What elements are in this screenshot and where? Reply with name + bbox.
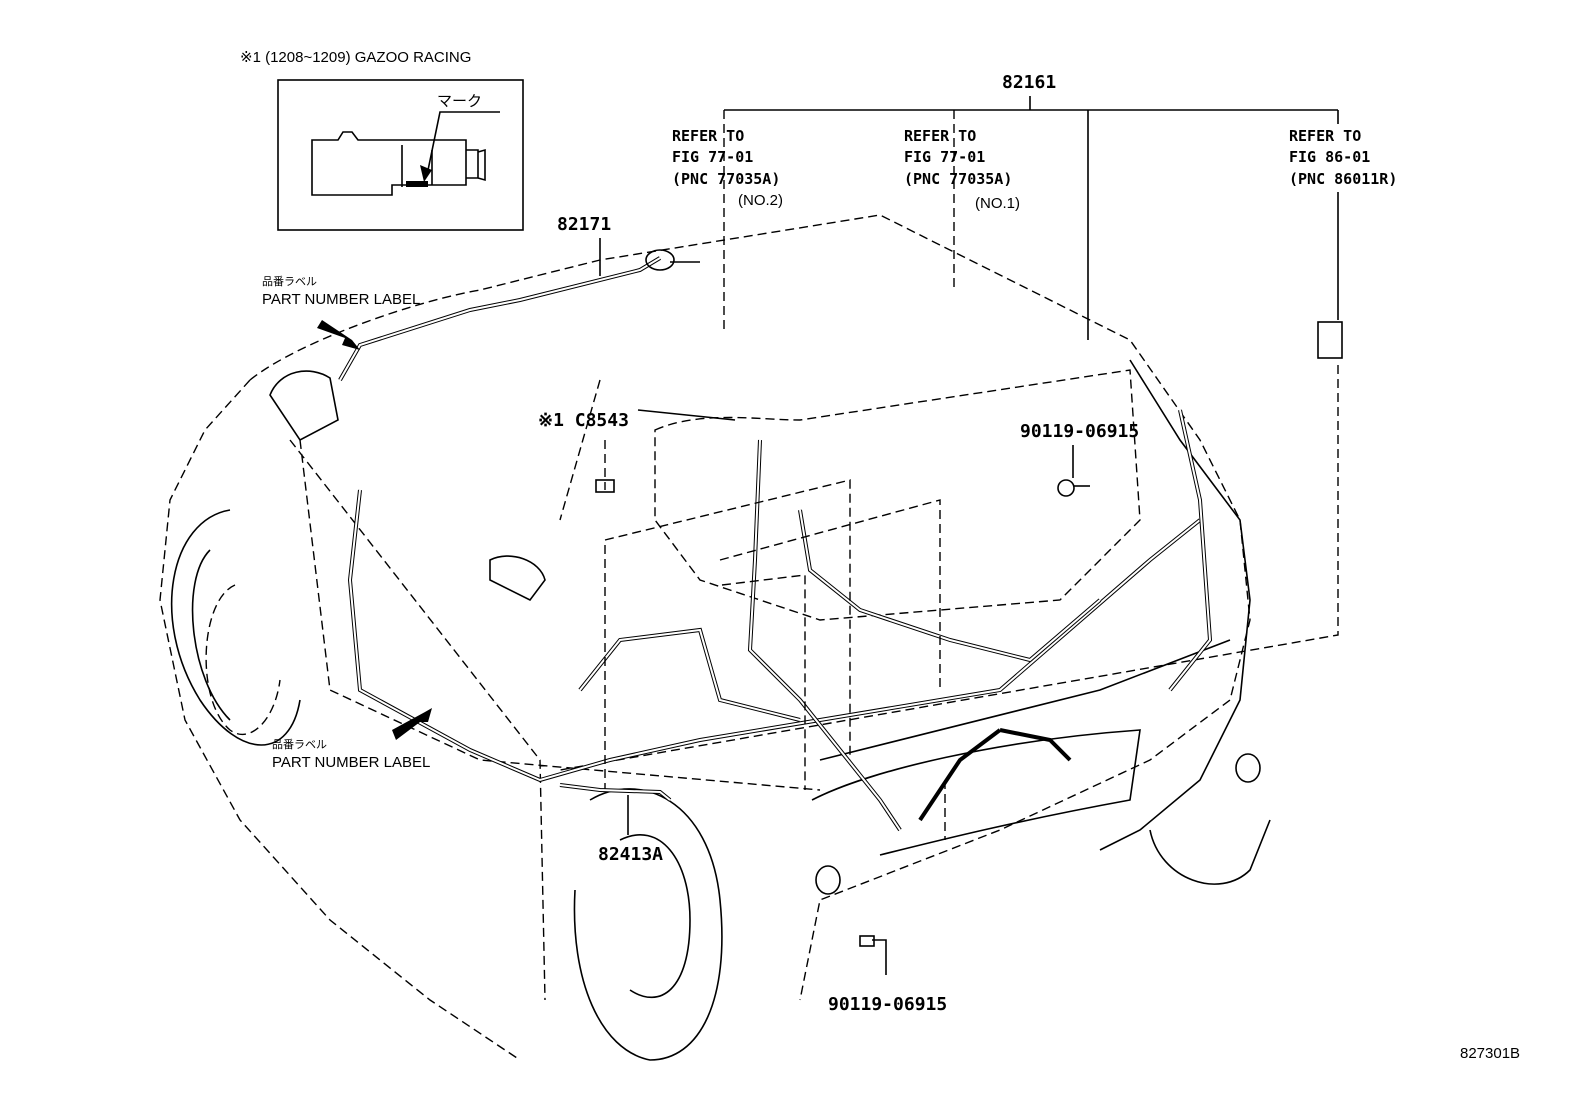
- harness-82161: [347, 409, 1213, 840]
- label-en: PART NUMBER LABEL: [272, 754, 430, 771]
- ref-line: FIG 77-01: [904, 148, 985, 166]
- ref-line: (PNC 77035A): [672, 170, 780, 188]
- inset-title: ※1 (1208~1209) GAZOO RACING: [240, 49, 471, 66]
- part-82413a: 82413A: [598, 844, 663, 865]
- refer-fig-77-01-no1: REFER TO FIG 77-01 (PNC 77035A) (NO.1): [904, 127, 1020, 212]
- figure-id: 827301B: [1460, 1045, 1520, 1062]
- mark-label: マーク: [437, 93, 482, 110]
- part-number: 82171: [557, 214, 611, 235]
- part-number: 90119-06915: [1020, 421, 1139, 442]
- label-en: PART NUMBER LABEL: [262, 291, 420, 308]
- ref-line: (PNC 77035A): [904, 170, 1012, 188]
- part-number-label-upper: 品番ラベル PART NUMBER LABEL: [262, 275, 420, 350]
- ref-line: REFER TO: [904, 127, 976, 145]
- part-number-label-lower: 品番ラベル PART NUMBER LABEL: [272, 708, 432, 771]
- refer-fig-77-01-no2: REFER TO FIG 77-01 (PNC 77035A) (NO.2): [672, 127, 783, 209]
- car-body: [159, 214, 1261, 1061]
- part-number: 90119-06915: [828, 994, 947, 1015]
- label-jp: 品番ラベル: [272, 738, 327, 751]
- bolt-upper: 90119-06915: [1020, 421, 1139, 497]
- ref-note: (NO.1): [975, 195, 1020, 212]
- ref-line: FIG 77-01: [672, 148, 753, 166]
- part-82171: 82171: [557, 214, 611, 276]
- ref-line: FIG 86-01: [1289, 148, 1370, 166]
- connector-c8543: ※1 C8543: [538, 409, 736, 493]
- harness-82413a: [559, 783, 672, 835]
- arrow-icon: [392, 708, 432, 740]
- part-82161: 82161: [1002, 72, 1056, 93]
- arrow-icon: [317, 320, 360, 350]
- gazoo-inset: ※1 (1208~1209) GAZOO RACING マーク: [240, 49, 524, 231]
- part-number: ※1 C8543: [538, 410, 629, 431]
- ref-line: REFER TO: [672, 127, 744, 145]
- ref-line: REFER TO: [1289, 127, 1361, 145]
- harness-82171: [338, 249, 700, 381]
- ref-line: (PNC 86011R): [1289, 170, 1397, 188]
- 82161-callout: 82161: [723, 72, 1339, 340]
- ref-note: (NO.2): [738, 192, 783, 209]
- refer-fig-86-01: REFER TO FIG 86-01 (PNC 86011R): [559, 127, 1397, 771]
- wheels: [170, 509, 1271, 1061]
- part-number: 82413A: [598, 844, 663, 865]
- label-jp: 品番ラベル: [262, 275, 317, 288]
- bolt-lower: 90119-06915: [828, 935, 947, 1015]
